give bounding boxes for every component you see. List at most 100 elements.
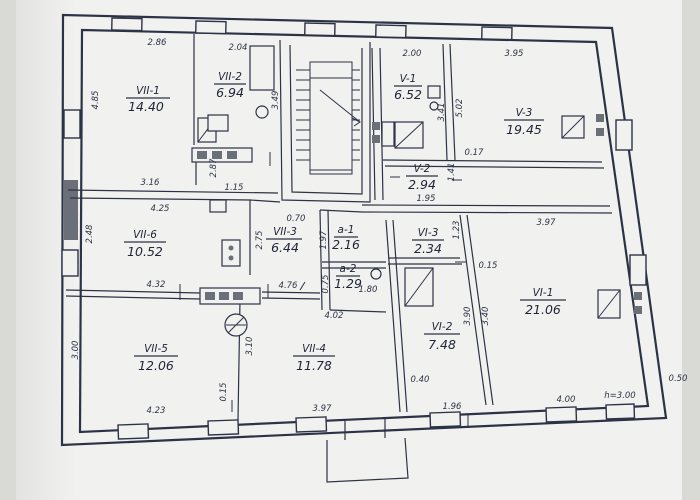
svg-text:0.17: 0.17	[465, 148, 485, 158]
svg-text:0.40: 0.40	[411, 375, 430, 385]
window	[605, 403, 636, 420]
svg-text:4.76: 4.76	[279, 281, 299, 291]
wall	[319, 209, 331, 311]
svg-text:1.29: 1.29	[334, 276, 362, 291]
svg-text:1.95: 1.95	[417, 194, 436, 204]
dimension-labels: 2.86 2.04 2.00 3.95 4.85 3.49 3.41 5.02 …	[71, 38, 687, 416]
svg-text:3.95: 3.95	[505, 49, 524, 59]
window	[63, 109, 81, 139]
svg-text:VII-3: VII-3	[273, 226, 297, 238]
stair-wall	[279, 39, 371, 203]
svg-text:4.25: 4.25	[151, 204, 170, 214]
svg-text:a-1: a-1	[338, 224, 355, 236]
svg-text:VII-2: VII-2	[218, 71, 242, 83]
dimension-ticks	[179, 152, 469, 428]
svg-text:V-1: V-1	[400, 73, 417, 85]
svg-text:2.16: 2.16	[332, 237, 360, 252]
svg-text:7.48: 7.48	[428, 337, 456, 352]
svg-text:4.23: 4.23	[147, 406, 166, 416]
svg-text:3.49: 3.49	[271, 91, 281, 110]
svg-text:21.06: 21.06	[525, 302, 561, 317]
svg-text:0.70: 0.70	[287, 214, 306, 224]
svg-text:1.23: 1.23	[452, 221, 462, 240]
fixtures	[191, 45, 642, 337]
svg-text:VII-1: VII-1	[136, 85, 160, 97]
svg-text:2.94: 2.94	[408, 177, 436, 192]
porch-steps	[344, 418, 386, 440]
svg-text:5.02: 5.02	[455, 99, 465, 118]
svg-text:2.86: 2.86	[148, 38, 168, 48]
room-VI-2: VI-2 7.48	[424, 321, 460, 352]
svg-text:3.97: 3.97	[537, 218, 557, 228]
window	[117, 423, 150, 440]
svg-text:1.97: 1.97	[319, 230, 329, 250]
svg-text:a-2: a-2	[340, 263, 357, 275]
svg-text:11.78: 11.78	[296, 358, 332, 373]
room-a-1: a-1 2.16	[332, 224, 360, 252]
wall-hatch	[64, 180, 78, 240]
room-VI-3: VI-3 2.34	[412, 227, 444, 256]
svg-text:2.34: 2.34	[414, 241, 442, 256]
svg-text:VI-3: VI-3	[418, 227, 439, 239]
svg-text:3.97: 3.97	[313, 404, 333, 414]
window	[61, 249, 79, 277]
staircase	[296, 61, 361, 175]
svg-text:3.00: 3.00	[71, 341, 81, 360]
room-VII-2: VII-2 6.94	[214, 71, 246, 100]
wall	[65, 289, 321, 294]
svg-text:3.40: 3.40	[481, 307, 491, 326]
window	[195, 20, 227, 35]
svg-text:4.00: 4.00	[557, 395, 576, 405]
room-V-3: V-3 19.45	[504, 107, 544, 137]
window	[304, 22, 336, 37]
window	[629, 254, 647, 286]
room-a-2: a-2 1.29	[334, 263, 362, 291]
svg-text:1.96: 1.96	[443, 402, 463, 412]
svg-text:0.15: 0.15	[219, 383, 229, 402]
wall	[249, 199, 363, 213]
svg-text:V-3: V-3	[516, 107, 533, 119]
wall	[67, 189, 279, 194]
stair-wall	[289, 44, 363, 195]
room-VII-5: VII-5 12.06	[134, 343, 178, 373]
svg-text:2.48: 2.48	[85, 224, 95, 244]
room-VII-6: VII-6 10.52	[124, 229, 166, 259]
svg-text:h=3.00: h=3.00	[604, 391, 635, 401]
svg-text:3.10: 3.10	[245, 337, 255, 356]
svg-text:0.75: 0.75	[321, 275, 331, 294]
svg-text:4.02: 4.02	[325, 311, 344, 321]
room-V-2: V-2 2.94	[406, 163, 438, 192]
window	[615, 119, 633, 151]
svg-text:1.15: 1.15	[225, 183, 244, 193]
svg-text:VII-4: VII-4	[302, 343, 326, 355]
window	[375, 24, 407, 39]
entrance-porch	[326, 437, 409, 483]
room-VII-1: VII-1 14.40	[126, 85, 170, 114]
svg-text:14.40: 14.40	[128, 99, 164, 114]
inner-wall-outline	[78, 28, 650, 434]
wall	[385, 219, 408, 413]
wall	[65, 295, 321, 300]
svg-text:1.41: 1.41	[447, 163, 457, 182]
svg-text:2.87: 2.87	[209, 158, 219, 178]
wall	[382, 159, 605, 169]
svg-text:VII-6: VII-6	[133, 229, 157, 241]
window	[207, 419, 240, 436]
room-V-1: V-1 6.52	[394, 73, 422, 102]
svg-text:V-2: V-2	[414, 163, 431, 175]
room-VII-4: VII-4 11.78	[293, 343, 335, 373]
svg-text:3.90: 3.90	[463, 307, 473, 326]
svg-text:2.04: 2.04	[229, 43, 248, 53]
svg-text:0.50: 0.50	[669, 374, 688, 384]
svg-text:6.44: 6.44	[271, 240, 299, 255]
wall	[329, 309, 387, 313]
wall	[388, 257, 462, 265]
svg-text:VI-1: VI-1	[533, 287, 554, 299]
room-VII-3: VII-3 6.44	[266, 226, 302, 255]
window	[545, 406, 578, 423]
svg-text:2.75: 2.75	[255, 231, 265, 250]
svg-text:3.16: 3.16	[141, 178, 161, 188]
svg-text:3.41: 3.41	[437, 103, 447, 122]
window	[481, 26, 513, 41]
wall	[361, 204, 613, 214]
